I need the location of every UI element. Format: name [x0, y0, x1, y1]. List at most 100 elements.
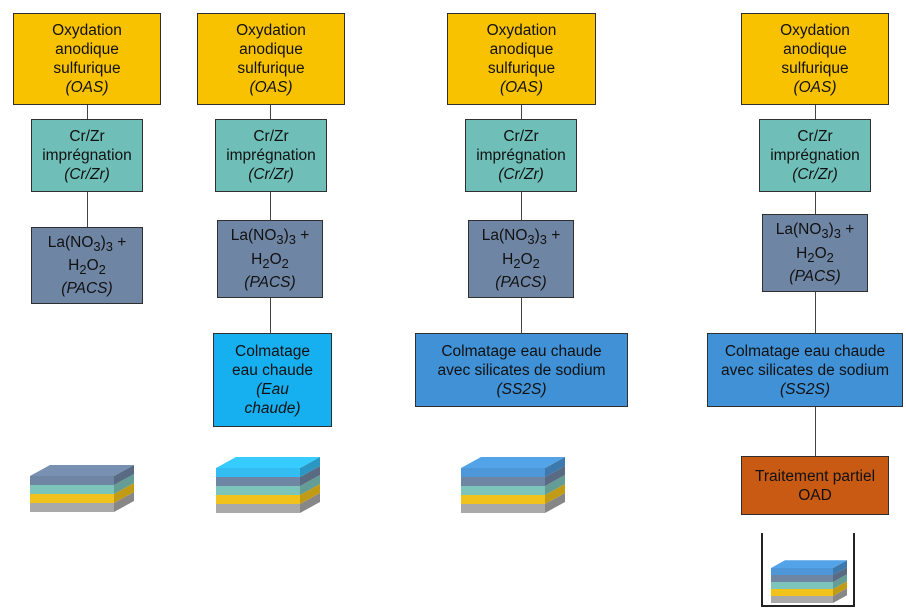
- seal-line1: Colmatage: [235, 343, 310, 360]
- oas-abbr: (OAS): [249, 79, 293, 96]
- layer-side: [114, 465, 134, 485]
- layer-front: [30, 485, 114, 494]
- seal-line2: avec silicates de sodium: [437, 361, 606, 379]
- crzr-box: Cr/Zr imprégnation (Cr/Zr): [215, 119, 327, 192]
- layer-side: [114, 492, 134, 512]
- crzr-line1: Cr/Zr: [797, 128, 833, 145]
- crzr-line2: imprégnation: [476, 147, 566, 164]
- crzr-abbr: (Cr/Zr): [792, 166, 838, 183]
- pacs-box: La(NO3)3 + H2O2 (PACS): [217, 220, 323, 298]
- oas-line2: anodique: [55, 41, 119, 58]
- oas-line1: Oxydation: [236, 22, 306, 39]
- layer-front: [771, 582, 833, 589]
- connector-line: [270, 191, 271, 220]
- layer-side: [300, 475, 320, 495]
- connector-line: [270, 104, 271, 119]
- layer-side: [545, 457, 565, 477]
- layer-front: [216, 504, 300, 513]
- pacs-line2: H2O2: [68, 257, 106, 278]
- layer-front: [216, 477, 300, 486]
- seal-water-box: Colmatage eau chaude (Eau chaude): [213, 333, 332, 427]
- seal-abbr: (SS2S): [496, 380, 547, 398]
- seal-line1: Colmatage eau chaude: [724, 342, 886, 360]
- pacs-box: La(NO3)3 + H2O2 (PACS): [468, 220, 574, 298]
- seal-abbr2: chaude): [244, 400, 301, 417]
- pacs-line1: La(NO3)3 +: [47, 233, 127, 254]
- pacs-abbr: (PACS): [244, 273, 296, 291]
- layer-front: [461, 468, 545, 477]
- crzr-abbr: (Cr/Zr): [64, 166, 110, 183]
- pacs-line1: La(NO3)3 +: [775, 221, 855, 242]
- pacs-line1: La(NO3)3 +: [230, 227, 310, 248]
- oas-line2: anodique: [783, 41, 847, 58]
- crzr-line2: imprégnation: [770, 147, 860, 164]
- layer-side: [114, 474, 134, 494]
- oas-abbr: (OAS): [793, 79, 837, 96]
- connector-line: [815, 104, 816, 119]
- pacs-box: La(NO3)3 + H2O2 (PACS): [31, 227, 143, 304]
- layer-front: [30, 476, 114, 485]
- connector-line: [815, 191, 816, 214]
- layer-side: [545, 484, 565, 504]
- oas-box: Oxydation anodique sulfurique (OAS): [197, 13, 345, 105]
- oas-line2: anodique: [489, 41, 554, 58]
- oas-box: Oxydation anodique sulfurique (OAS): [741, 13, 889, 105]
- layer-side: [545, 466, 565, 486]
- layer-side: [833, 574, 847, 589]
- treatment-beaker: [761, 533, 855, 607]
- layer-front: [216, 486, 300, 495]
- crzr-box: Cr/Zr imprégnation (Cr/Zr): [465, 119, 577, 192]
- layer-front: [461, 477, 545, 486]
- layer-front: [461, 486, 545, 495]
- crzr-line1: Cr/Zr: [69, 128, 105, 145]
- crzr-abbr: (Cr/Zr): [248, 166, 294, 183]
- pacs-abbr: (PACS): [61, 280, 113, 298]
- oas-line3: sulfurique: [781, 60, 849, 77]
- crzr-box: Cr/Zr imprégnation (Cr/Zr): [759, 119, 871, 192]
- oas-line1: Oxydation: [52, 22, 122, 39]
- layer-side: [833, 560, 847, 575]
- layer-front: [771, 575, 833, 582]
- layer-front: [30, 494, 114, 503]
- layer-front: [216, 495, 300, 504]
- layer-side: [545, 475, 565, 495]
- layer-front: [30, 503, 114, 512]
- oas-abbr: (OAS): [499, 79, 544, 96]
- oas-box: Oxydation anodique sulfurique (OAS): [447, 13, 596, 105]
- layer-front: [771, 596, 833, 603]
- layer-stack-1: [30, 465, 134, 512]
- pacs-abbr: (PACS): [495, 273, 547, 291]
- oas-box: Oxydation anodique sulfurique (OAS): [13, 13, 161, 105]
- layer-side: [300, 457, 320, 477]
- layer-side: [833, 588, 847, 603]
- oad-line1: Traitement partiel: [754, 467, 876, 485]
- layer-stack-4: [771, 560, 847, 603]
- layer-front: [461, 495, 545, 504]
- connector-line: [521, 104, 522, 119]
- oas-line3: sulfurique: [487, 60, 556, 77]
- seal-abbr: (SS2S): [780, 380, 830, 398]
- connector-line: [87, 104, 88, 119]
- oas-abbr: (OAS): [65, 79, 109, 96]
- seal-silicate-box: Colmatage eau chaude avec silicates de s…: [707, 333, 903, 407]
- pacs-box: La(NO3)3 + H2O2 (PACS): [762, 214, 868, 292]
- connector-line: [87, 191, 88, 227]
- seal-line2: avec silicates de sodium: [721, 361, 889, 379]
- oad-box: Traitement partiel OAD: [741, 456, 889, 515]
- layer-top: [461, 457, 565, 468]
- pacs-line2: H2O2: [502, 250, 540, 271]
- oas-line1: Oxydation: [780, 22, 850, 39]
- crzr-box: Cr/Zr imprégnation (Cr/Zr): [31, 119, 143, 192]
- seal-line1: Colmatage eau chaude: [441, 342, 602, 360]
- connector-line: [270, 297, 271, 333]
- crzr-line2: imprégnation: [226, 147, 316, 164]
- connector-line: [521, 191, 522, 220]
- layer-stack-2: [216, 457, 320, 513]
- layer-side: [545, 493, 565, 513]
- crzr-line1: Cr/Zr: [503, 128, 539, 145]
- layer-side: [833, 567, 847, 582]
- layer-front: [771, 568, 833, 575]
- seal-abbr1: (Eau: [256, 381, 289, 398]
- layer-top: [771, 560, 847, 568]
- layer-top: [216, 457, 320, 468]
